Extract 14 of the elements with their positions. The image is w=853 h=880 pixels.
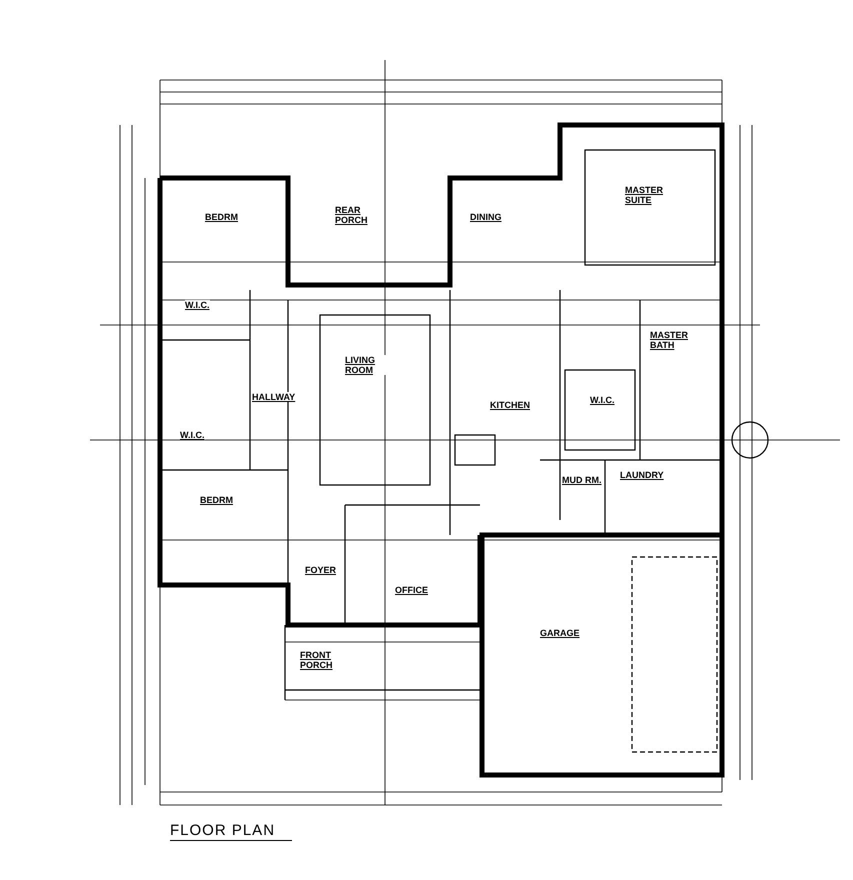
room-label: LAUNDRY: [620, 470, 664, 480]
room-label: KITCHEN: [490, 400, 530, 410]
drawing-title: FLOOR PLAN: [170, 822, 292, 841]
room-label: MUD RM.: [562, 475, 602, 485]
room-label: HALLWAY: [252, 392, 296, 402]
room-label: FOYER: [305, 565, 336, 575]
room-label: OFFICE: [395, 585, 428, 595]
room-label: BEDRM: [205, 212, 238, 222]
room-label: GARAGE: [540, 628, 580, 638]
room-label: BEDRM: [200, 495, 233, 505]
room-label: DINING: [470, 212, 502, 222]
room-label: W.I.C.: [185, 300, 210, 310]
room-label: W.I.C.: [590, 395, 614, 405]
room-label: W.I.C.: [180, 430, 204, 440]
